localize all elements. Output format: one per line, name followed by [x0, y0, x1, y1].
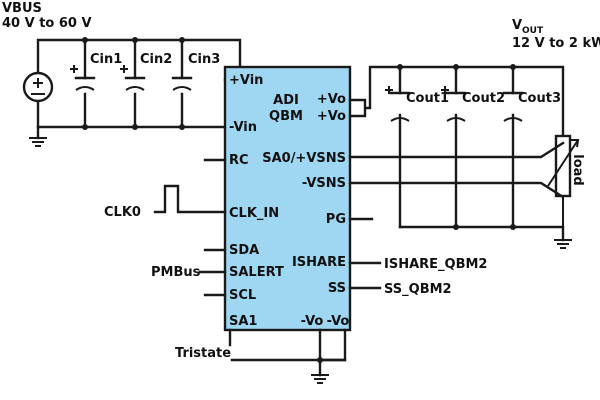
cout3-label: Cout3 — [518, 91, 561, 106]
cout2-capacitor: Cout2 — [441, 86, 505, 122]
cin2-capacitor: Cin2 — [120, 52, 172, 91]
output-section: V OUT 12 V to 2 kW Cout1 Cout2 Cout3 — [348, 18, 600, 297]
module-name-line1: ADI — [273, 93, 299, 108]
output-cap-leads — [398, 65, 515, 229]
pin-minus-vsns: -VSNS — [302, 176, 346, 191]
pin-scl: SCL — [229, 288, 256, 303]
pin-sa1: SA1 — [229, 314, 257, 329]
pin-ishare: ISHARE — [292, 255, 346, 270]
vsns-plus-wire — [348, 141, 565, 159]
cin1-capacitor: Cin1 — [70, 52, 122, 91]
input-section: VBUS 40 V to 60 V Cin1 Cin2 — [2, 1, 242, 147]
pin-plus-vin: +Vin — [229, 73, 263, 88]
vout-label: V — [512, 18, 522, 33]
vsns-minus-wire — [348, 181, 565, 199]
pmbus-stubs — [203, 248, 227, 297]
clk0-label: CLK0 — [104, 205, 141, 220]
cin3-label: Cin3 — [188, 52, 220, 67]
control-signals: CLK0 PMBus Tristate — [104, 158, 347, 384]
input-cap-leads — [83, 38, 184, 129]
cout2-label: Cout2 — [462, 91, 505, 106]
ground-icon — [311, 374, 329, 384]
pmbus-label: PMBus — [151, 265, 201, 280]
pin-minus-vo-1: -Vo — [301, 314, 324, 329]
module-name-line2: QBM — [269, 109, 303, 124]
clock-pulse-icon — [153, 184, 180, 214]
ss-net-label: SS_QBM2 — [384, 282, 452, 297]
dc-source-icon — [22, 71, 54, 103]
load-label: load — [570, 154, 585, 185]
pin-sa0-vsns: SA0/+VSNS — [262, 151, 346, 166]
pin-pg: PG — [326, 212, 346, 227]
cin3-capacitor: Cin3 — [171, 52, 220, 91]
cout1-capacitor: Cout1 — [385, 86, 449, 122]
pin-salert: SALERT — [229, 265, 284, 280]
pin-minus-vin: -Vin — [229, 120, 257, 135]
module-body — [223, 65, 352, 332]
output-plus-wires — [348, 65, 565, 138]
cin2-label: Cin2 — [140, 52, 172, 67]
cout3-capacitor: Cout3 — [502, 91, 561, 122]
ground-icon — [554, 239, 572, 249]
ishare-net-label: ISHARE_QBM2 — [384, 257, 487, 272]
input-wires — [36, 38, 242, 129]
ground-icon — [29, 125, 47, 147]
pin-minus-vo-2: -Vo — [327, 314, 350, 329]
vbus-range-label: 40 V to 60 V — [2, 16, 92, 31]
output-return-wire — [398, 225, 565, 242]
vbus-label: VBUS — [2, 1, 42, 16]
vout-range-label: 12 V to 2 kW — [512, 36, 600, 51]
tristate-label: Tristate — [175, 346, 231, 361]
pin-clk-in: CLK_IN — [229, 206, 279, 221]
bottom-wires — [228, 328, 347, 377]
cout1-label: Cout1 — [406, 91, 449, 106]
pin-plus-vo-1: +Vo — [317, 92, 346, 107]
variable-load-icon: load — [547, 134, 585, 227]
pin-ss: SS — [328, 281, 346, 296]
pin-plus-vo-2: +Vo — [317, 109, 346, 124]
pin-rc: RC — [229, 153, 249, 168]
qbm-module: ADI QBM +Vin -Vin RC CLK_IN SDA SALERT S… — [223, 65, 352, 332]
cin1-label: Cin1 — [90, 52, 122, 67]
pin-sda: SDA — [229, 243, 259, 258]
vout-subscript: OUT — [522, 26, 544, 36]
